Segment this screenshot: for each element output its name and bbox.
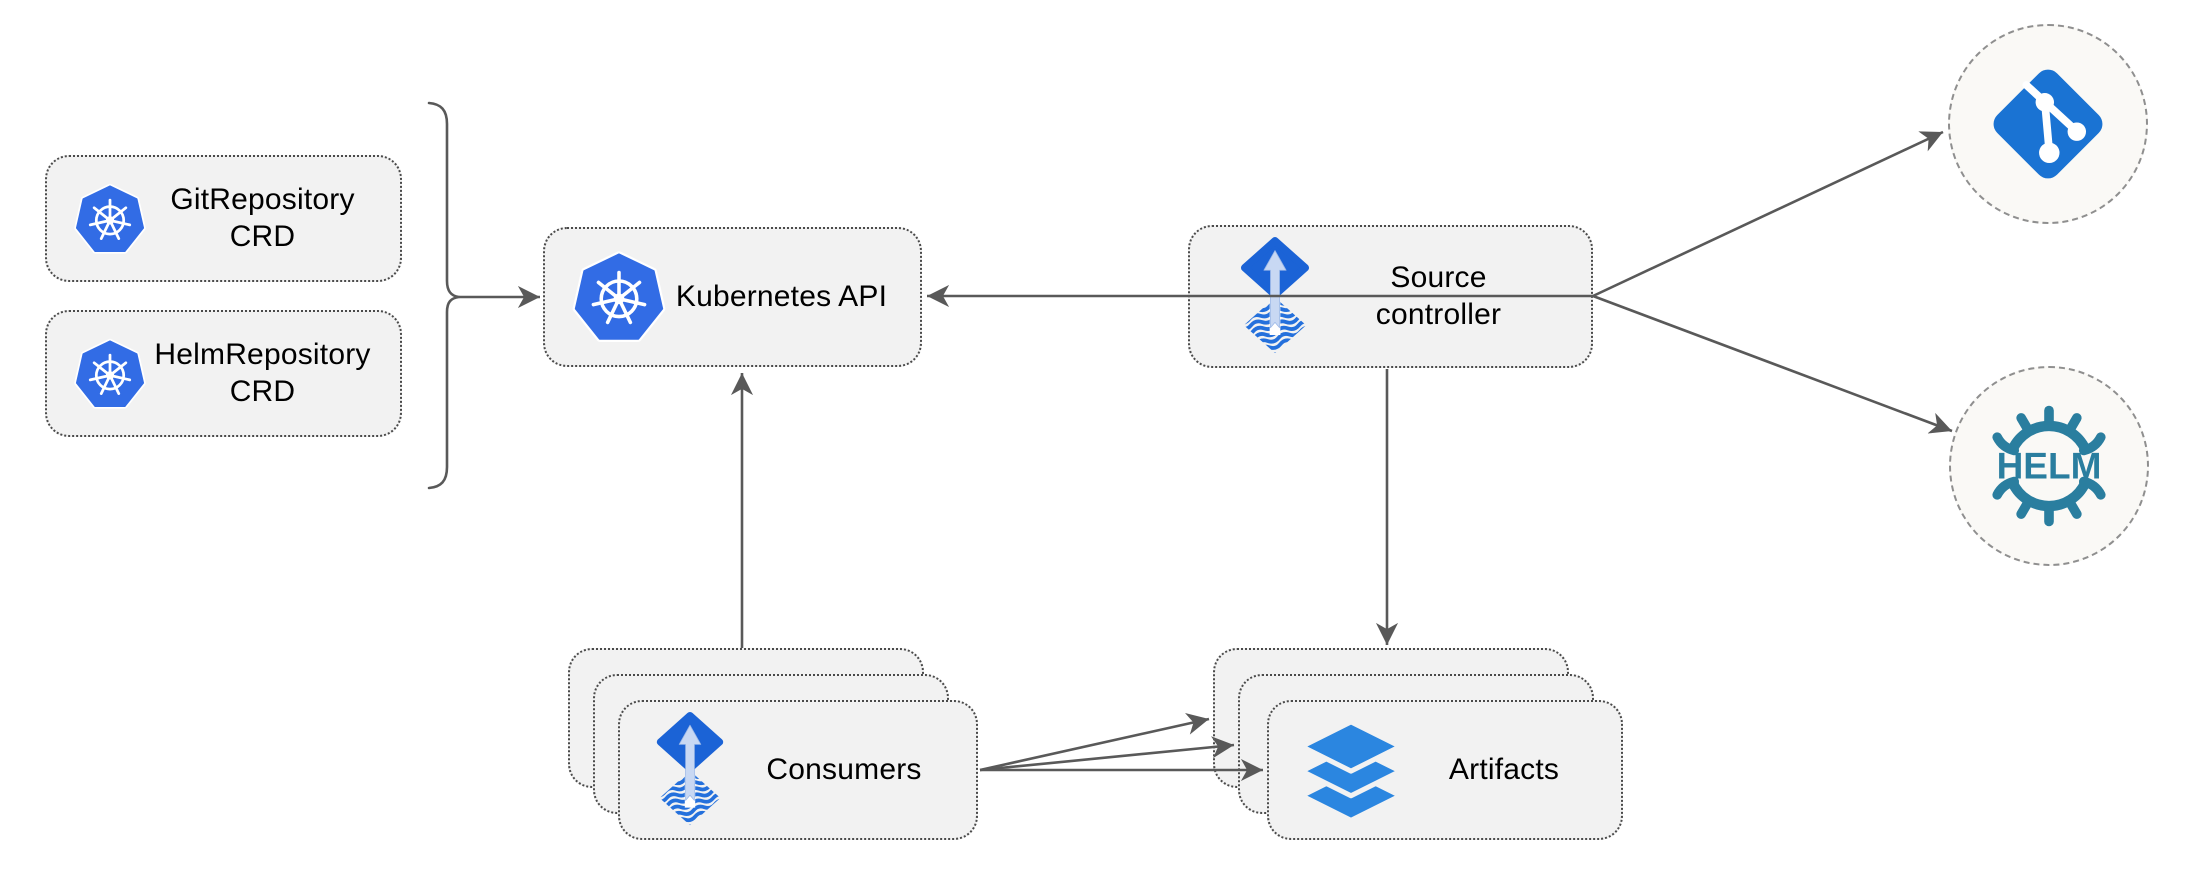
helm-wordmark: HELM <box>1997 446 2102 487</box>
node-helm: HELM <box>1949 366 2149 566</box>
arrow-source-to-helm <box>1592 294 1953 434</box>
node-consumers: Consumers <box>618 700 978 840</box>
crd-group-brace <box>427 101 461 490</box>
git-icon <box>1984 60 2112 188</box>
flux-source-controller-icon <box>650 710 730 830</box>
helmrepository-crd-label: HelmRepository CRD <box>154 337 371 408</box>
node-git <box>1948 24 2148 224</box>
artifacts-label: Artifacts <box>1448 752 1560 786</box>
arrow-consumers-to-artifacts-back <box>979 713 1210 772</box>
node-source-controller: Source controller <box>1188 225 1593 368</box>
node-gitrepository-crd: GitRepository CRD <box>45 155 402 282</box>
kubernetes-api-label: Kubernetes API <box>675 279 888 313</box>
node-artifacts: Artifacts <box>1267 700 1623 840</box>
kubernetes-icon <box>73 182 147 256</box>
kubernetes-icon <box>73 337 147 411</box>
arrow-source-to-git <box>1592 130 1944 298</box>
kubernetes-icon <box>571 249 667 345</box>
node-helmrepository-crd: HelmRepository CRD <box>45 310 402 437</box>
node-kubernetes-api: Kubernetes API <box>543 227 922 367</box>
consumers-label: Consumers <box>766 752 922 786</box>
layers-icon <box>1295 714 1407 826</box>
flux-source-controller-icon <box>1234 235 1316 358</box>
node-consumers-stack: Consumers <box>568 648 980 842</box>
node-artifacts-stack: Artifacts <box>1213 648 1625 842</box>
gitrepository-crd-label: GitRepository CRD <box>170 182 355 253</box>
arrow-consumers-to-artifacts-middle <box>979 736 1235 772</box>
source-controller-label: Source controller <box>1375 260 1502 331</box>
helm-icon: HELM <box>1992 405 2106 527</box>
